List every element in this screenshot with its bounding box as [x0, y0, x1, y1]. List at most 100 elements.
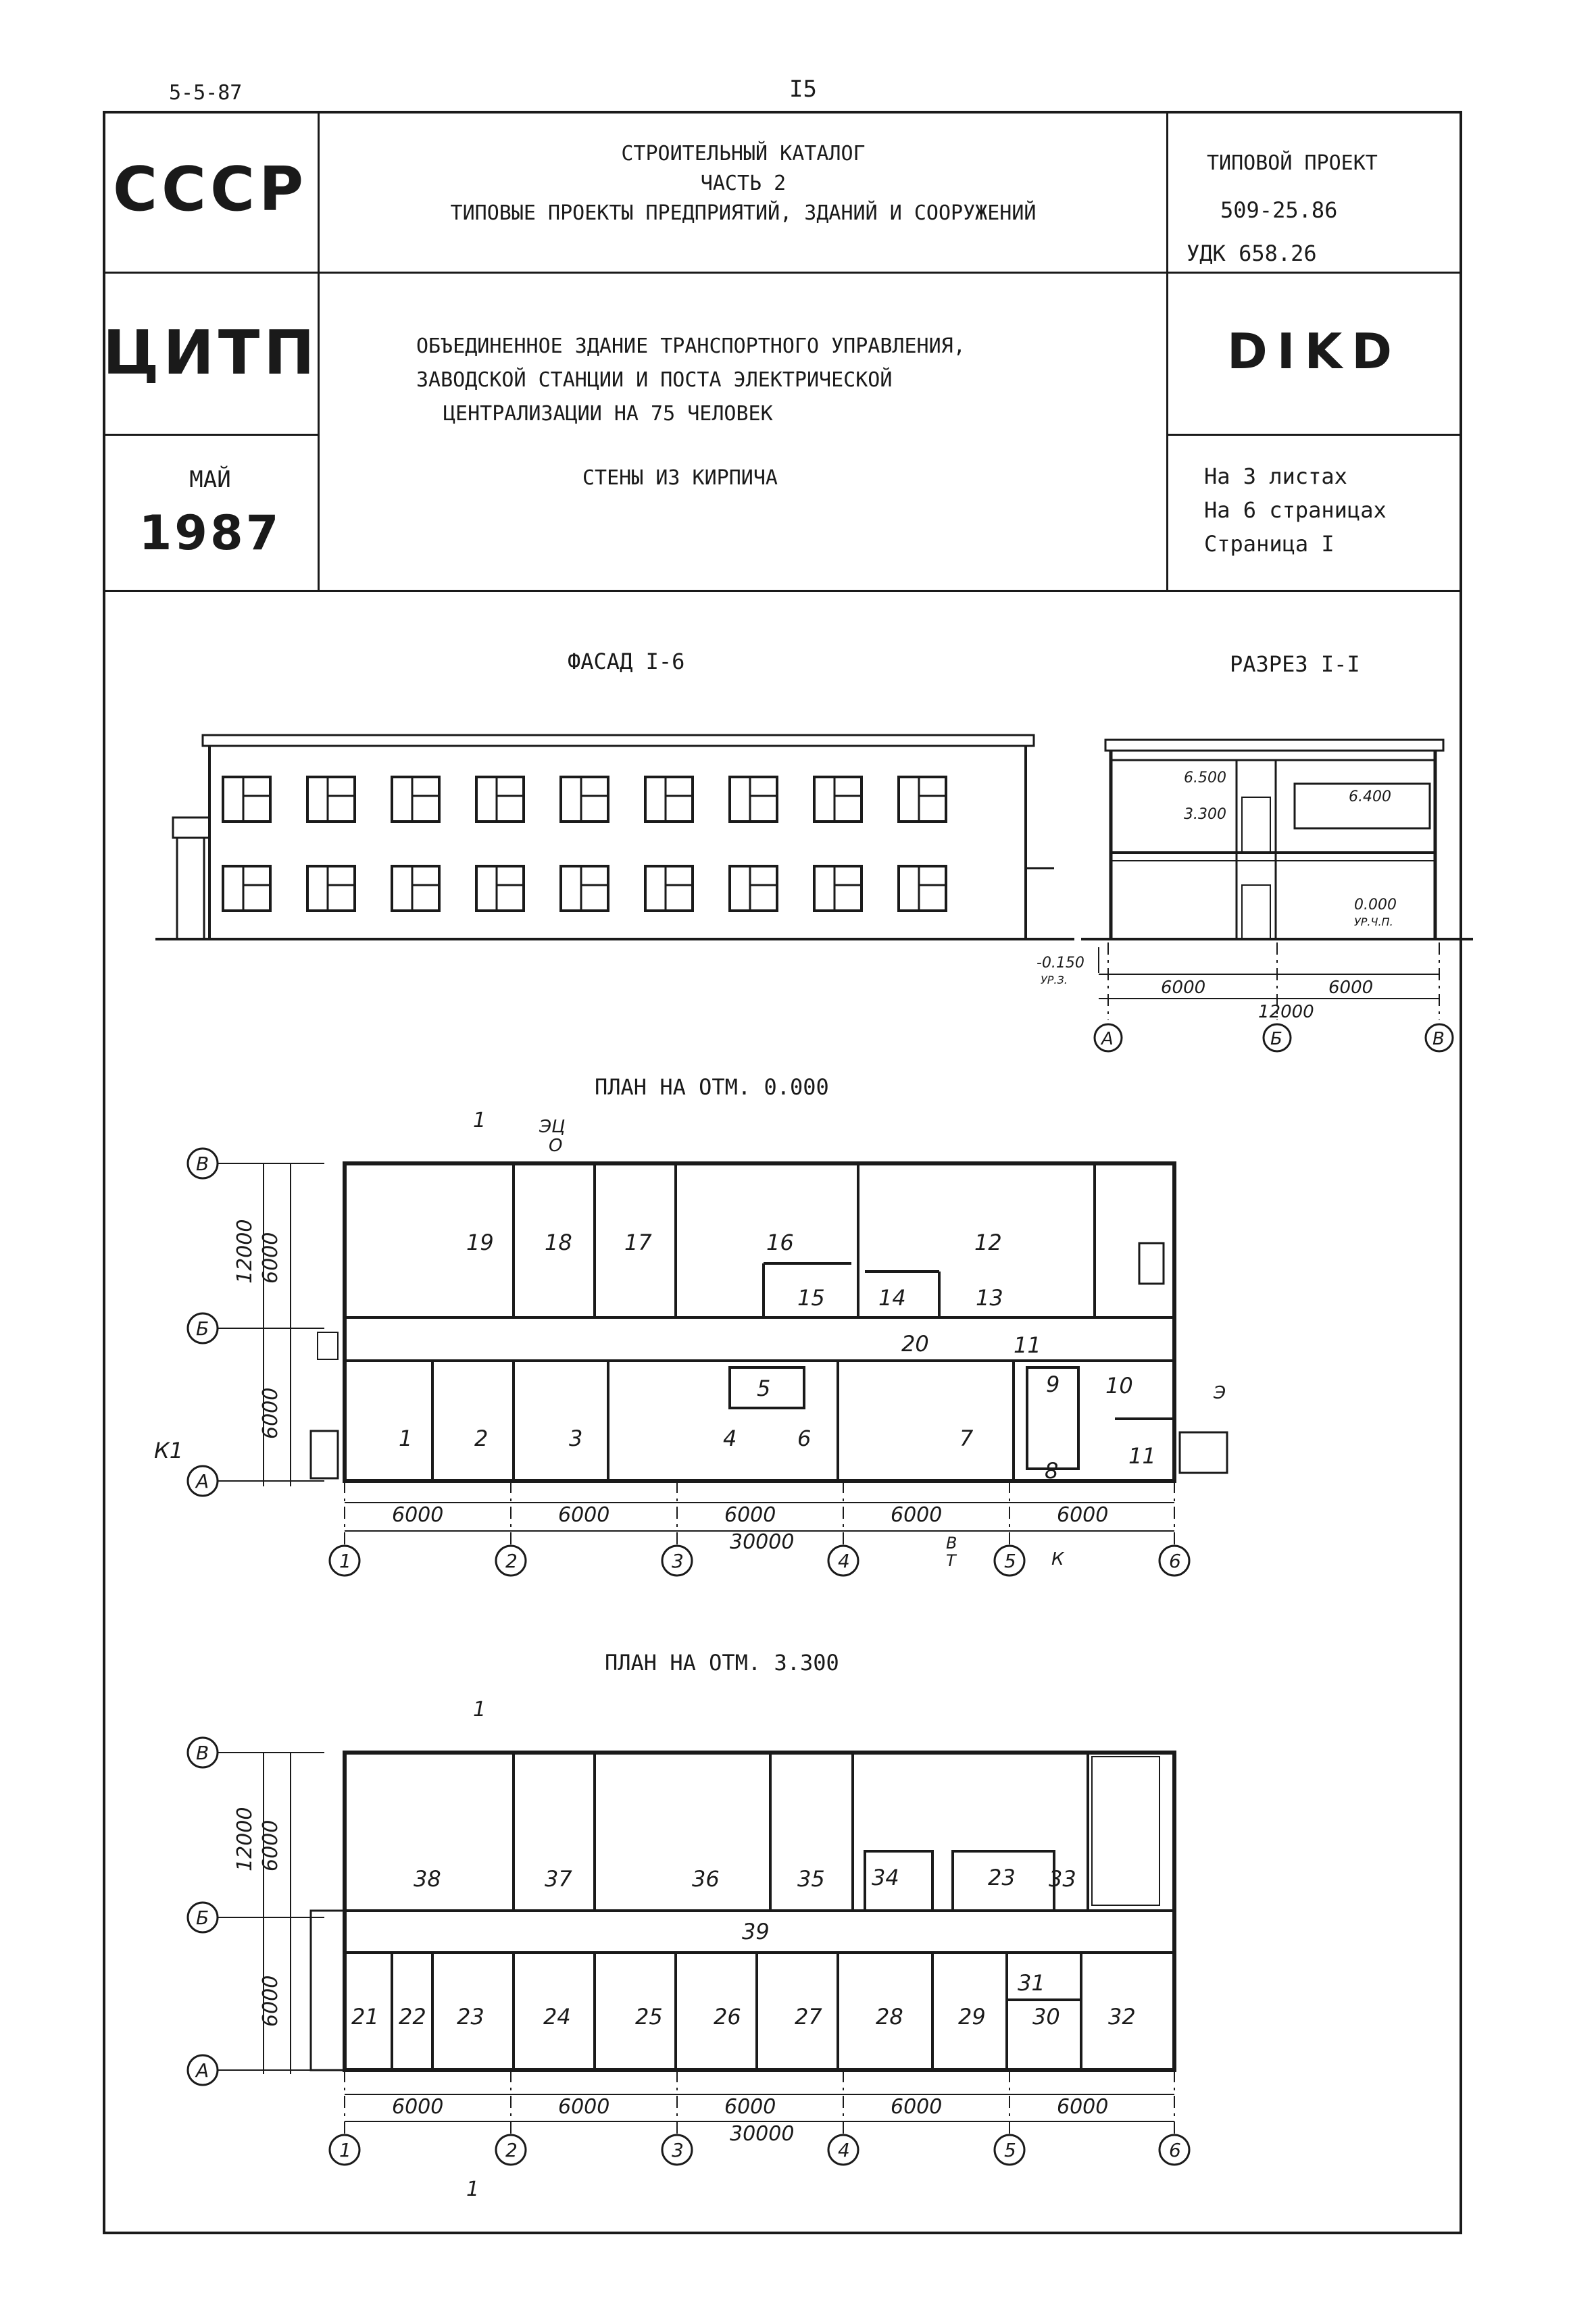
plan2-section-mark: 1 [473, 1698, 486, 1721]
facade-window [728, 776, 778, 823]
section-window [1293, 782, 1431, 830]
plan1-entry-mark: К [1051, 1549, 1065, 1569]
plan2-room-label: 38 [414, 1866, 441, 1892]
plan1-room-label: 19 [466, 1230, 494, 1255]
plan2-stair [1091, 1756, 1160, 1906]
facade-window [391, 776, 441, 823]
plan1-dim-x: 6000 [558, 1503, 609, 1527]
mark-roof: 6.500 [1184, 770, 1226, 786]
plan2-col-label: 3 [672, 2139, 684, 2161]
section-axis-v: В [1432, 1029, 1445, 1049]
facade-window [728, 865, 778, 912]
plan1-room-label: 9 [1046, 1372, 1059, 1397]
facade-window [644, 865, 694, 912]
catalog-line-2: ЧАСТЬ 2 [700, 172, 787, 195]
plan1-col-bubble [993, 1544, 1026, 1577]
plan2-dim-x: 6000 [891, 2095, 942, 2119]
plan1-col-bubble [1158, 1544, 1191, 1577]
plan2-col-label: 6 [1169, 2139, 1181, 2161]
page-number: I5 [789, 76, 817, 103]
plan1-entry-mark: О [549, 1136, 562, 1156]
plan1-outline [343, 1161, 1176, 1483]
catalog-line-3: ТИПОВЫЕ ПРОЕКТЫ ПРЕДПРИЯТИЙ, ЗДАНИЙ И СО… [450, 201, 1037, 225]
plan1-dim-y-1: 6000 [259, 1232, 282, 1284]
facade-title: ФАСАД I-6 [568, 649, 685, 674]
plan1-room-label: 18 [545, 1230, 572, 1255]
axis-a-bubble [1093, 1023, 1123, 1053]
plan1-stair [1138, 1242, 1165, 1285]
plan2-row-label: Б [196, 1907, 209, 1929]
axis-v-bubble [1424, 1023, 1454, 1053]
plan2-room-label: 23 [457, 2004, 484, 2030]
plan1-row-label: Б [196, 1317, 209, 1340]
plan2-col-label: 2 [505, 2139, 518, 2161]
plan1-room-label: 6 [797, 1426, 811, 1451]
plan2-room-label: 30 [1032, 2004, 1060, 2030]
plan2-dim-x: 6000 [724, 2095, 776, 2119]
mark-zero-note: УР.Ч.П. [1354, 915, 1393, 928]
mark-right: 6.400 [1349, 788, 1391, 805]
building-line-3: ЦЕНТРАЛИЗАЦИИ НА 75 ЧЕЛОВЕК [443, 402, 773, 426]
plan1-row-label: А [195, 1470, 209, 1492]
plan2-room-label: 31 [1018, 1970, 1045, 1996]
plan2-col-bubble [661, 2134, 693, 2166]
plan2-room-label: 22 [399, 2004, 426, 2030]
plan1-col-label: 5 [1004, 1550, 1016, 1572]
plan1-room-label: 11 [1014, 1332, 1041, 1358]
facade-window [391, 865, 441, 912]
plan1-room-label: 20 [901, 1331, 929, 1357]
section-axis-b: Б [1270, 1029, 1282, 1049]
plan1-room-label: 7 [959, 1426, 974, 1451]
header-bottom-line [103, 590, 1462, 592]
plan1-dim-x: 6000 [891, 1503, 942, 1527]
plan2-dim-x: 6000 [392, 2095, 443, 2119]
plan2-dim-total: 30000 [730, 2122, 794, 2146]
plan1-entry-mark: Т [946, 1551, 957, 1570]
plan1-col-bubble [495, 1544, 527, 1577]
plan2-room-label: 23 [988, 1865, 1016, 1890]
country-label: СССР [112, 154, 308, 225]
plan2-dim-y-1: 6000 [259, 1820, 282, 1871]
plan2-partitions [391, 1753, 1160, 2070]
plan2-room-label: 39 [742, 1919, 770, 1944]
plan1-title: ПЛАН НА ОТМ. 0.000 [595, 1074, 829, 1100]
plan1-room-label: 3 [569, 1426, 582, 1451]
plan2-row-label: В [196, 1742, 209, 1764]
plan2-stair-left [309, 1909, 346, 2071]
plan2-room-label: 21 [351, 2004, 379, 2030]
facade-window [897, 776, 947, 823]
plan1-room-label: 15 [797, 1285, 825, 1311]
plan1-room-label: 5 [757, 1376, 770, 1401]
plan2-row-label: А [195, 2059, 209, 2082]
plan1-section-mark: 1 [473, 1109, 486, 1132]
section-axis-a: А [1100, 1029, 1114, 1049]
pages-count: На 6 страницах [1204, 497, 1387, 523]
section-dim-2: 6000 [1328, 978, 1373, 998]
building-title: ОБЪЕДИНЕННОЕ ЗДАНИЕ ТРАНСПОРТНОГО УПРАВЛ… [416, 330, 966, 431]
plan1-room-label: 4 [723, 1426, 737, 1451]
plan1-shaft [317, 1332, 339, 1360]
plan1-dim-x: 6000 [724, 1503, 776, 1527]
sheet-frame [103, 111, 1462, 2234]
plan2-col-bubble [328, 2134, 361, 2166]
facade-window [475, 865, 525, 912]
facade-window [813, 865, 863, 912]
plan1-partitions [431, 1163, 1174, 1481]
sheet-info: На 3 листах На 6 страницах Страница I [1204, 459, 1387, 561]
plan2-col-label: 5 [1004, 2139, 1016, 2161]
plan1-col-label: 2 [505, 1550, 518, 1572]
section-door-1 [1241, 884, 1271, 940]
header-row-line-2b [1166, 434, 1462, 436]
project-number: 509-25.86 [1220, 197, 1338, 223]
plan2-room-label: 36 [692, 1866, 720, 1892]
plan1-dim-y-2: 6000 [259, 1388, 282, 1439]
plan1-room-label: 14 [878, 1285, 906, 1311]
facade-porch [176, 836, 205, 940]
plan2-col-bubble [1158, 2134, 1191, 2166]
facade-window [644, 776, 694, 823]
plan2-dim-y-2: 6000 [259, 1976, 282, 2027]
plan1-dim-y-total: 12000 [233, 1219, 257, 1284]
plan1-entry-mark: К1 [154, 1438, 183, 1463]
plan2-room-label: 24 [543, 2004, 571, 2030]
